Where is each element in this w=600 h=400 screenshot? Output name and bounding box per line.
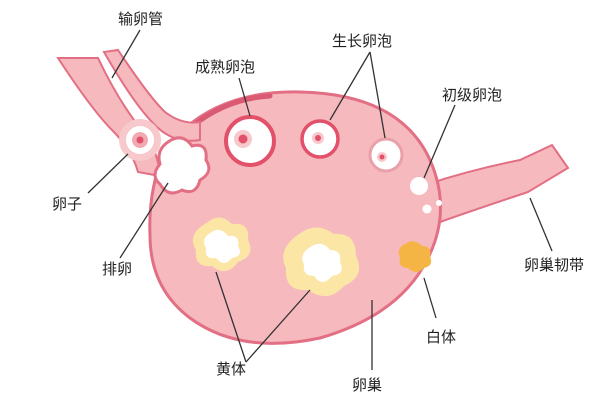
mature-follicle [224,115,276,167]
ovary-shape [148,90,442,345]
label-corpus-luteum: 黄体 [216,360,246,378]
corpus-luteum-2 [283,227,360,297]
ovulation-rupture-shape [153,136,211,195]
label-mature-follicle: 成熟卵泡 [195,58,255,76]
corpus-luteum-1 [192,217,251,272]
ovarian-ligament-shape [423,143,570,224]
egg-cell [119,119,161,161]
label-egg: 卵子 [52,195,82,213]
leader-lines [87,29,553,370]
label-fallopian-tube: 输卵管 [118,10,163,28]
label-ovary: 卵巢 [352,376,382,394]
growing-follicle-2 [368,137,404,173]
fallopian-tube-upper [102,48,201,142]
label-ovarian-ligament: 卵巢韧带 [524,256,584,274]
label-ovulation: 排卵 [102,260,132,278]
white-body-shape [398,241,432,272]
label-white-body: 白体 [426,328,456,346]
primary-follicles [410,177,442,214]
label-growing-follicle: 生长卵泡 [332,32,392,50]
growing-follicle-1 [300,119,340,159]
label-primary-follicle: 初级卵泡 [442,86,502,104]
